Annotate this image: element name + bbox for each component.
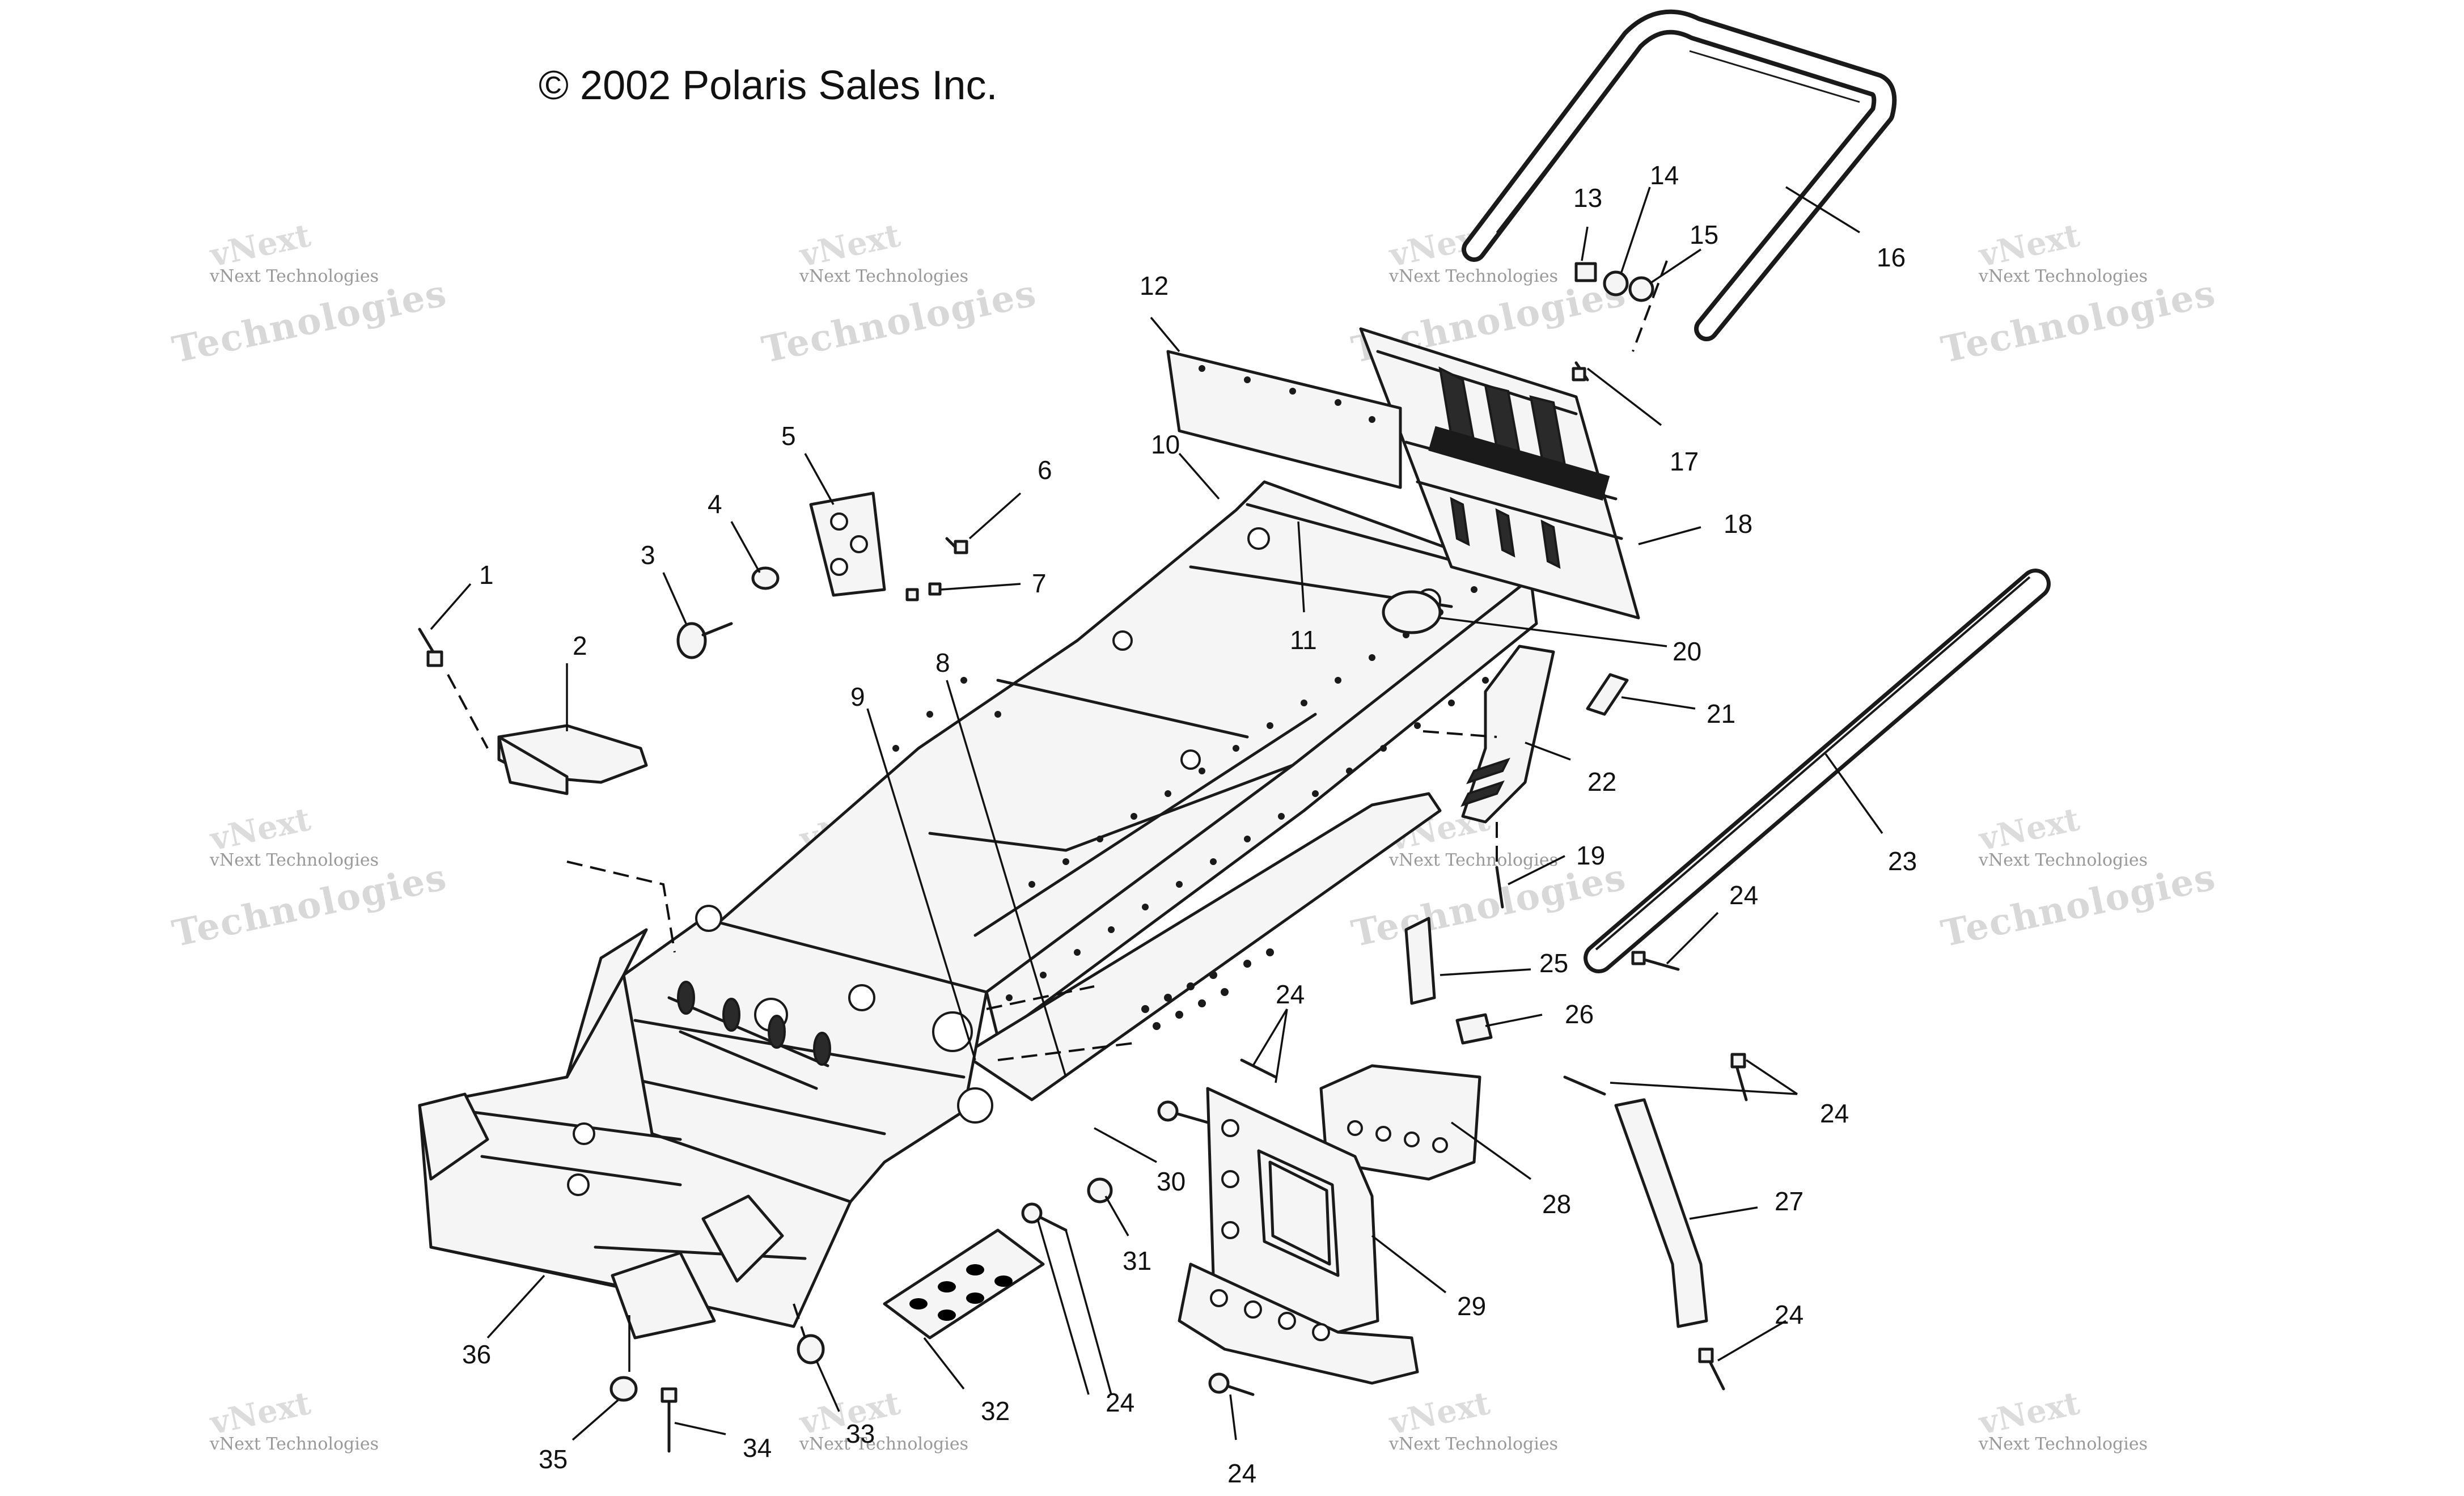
callout-3: 3 bbox=[641, 540, 655, 570]
callout-35: 35 bbox=[539, 1444, 568, 1474]
callout-13: 13 bbox=[1573, 183, 1602, 213]
copyright-notice: © 2002 Polaris Sales Inc. bbox=[539, 63, 998, 108]
fasteners bbox=[418, 262, 1748, 1453]
footrest bbox=[1404, 917, 1436, 1005]
callout-29: 29 bbox=[1457, 1291, 1486, 1321]
callout-8: 8 bbox=[935, 648, 950, 677]
callout-10: 10 bbox=[1151, 430, 1180, 459]
callout-26: 26 bbox=[1565, 999, 1594, 1029]
callout-36: 36 bbox=[462, 1340, 491, 1369]
assembly-lines bbox=[447, 260, 1668, 1338]
callout-24a: 24 bbox=[1729, 880, 1758, 910]
callout-16: 16 bbox=[1877, 243, 1906, 272]
rear-plate bbox=[1166, 350, 1402, 489]
strap-27 bbox=[1614, 1098, 1708, 1328]
callout-18: 18 bbox=[1724, 509, 1752, 539]
bracket-28 bbox=[1319, 1064, 1481, 1181]
snow-flap bbox=[1359, 327, 1640, 620]
callout-24f: 24 bbox=[1227, 1459, 1256, 1488]
callout-24b: 24 bbox=[1276, 980, 1305, 1009]
callout-9: 9 bbox=[850, 682, 865, 711]
step-plate-32 bbox=[883, 1228, 1045, 1340]
rail-guide bbox=[1460, 645, 1555, 824]
side-rail bbox=[1584, 569, 2051, 973]
side-panel-29 bbox=[1206, 1087, 1379, 1334]
callout-6: 6 bbox=[1038, 455, 1052, 485]
callout-20: 20 bbox=[1673, 637, 1701, 666]
callout-23: 23 bbox=[1888, 846, 1917, 876]
callout-32: 32 bbox=[981, 1396, 1010, 1426]
callout-25: 25 bbox=[1539, 948, 1568, 978]
callout-19: 19 bbox=[1576, 841, 1605, 870]
callout-24e: 24 bbox=[1106, 1388, 1134, 1417]
callout-27: 27 bbox=[1775, 1186, 1803, 1216]
callout-12: 12 bbox=[1140, 271, 1169, 300]
callout-24c: 24 bbox=[1820, 1099, 1849, 1128]
callout-24d: 24 bbox=[1775, 1300, 1803, 1329]
chassis-tunnel bbox=[418, 480, 1538, 1340]
bracket-2 bbox=[497, 724, 648, 795]
callout-21: 21 bbox=[1707, 699, 1735, 728]
callout-33: 33 bbox=[846, 1419, 875, 1448]
plate-5 bbox=[809, 491, 886, 597]
callout-22: 22 bbox=[1587, 767, 1616, 796]
callout-labels: 1 2 3 4 5 6 7 8 9 10 11 12 13 14 15 16 1… bbox=[462, 160, 1917, 1488]
callout-34: 34 bbox=[743, 1433, 772, 1463]
callout-4: 4 bbox=[708, 489, 722, 519]
callout-28: 28 bbox=[1542, 1189, 1571, 1219]
callout-1: 1 bbox=[479, 560, 494, 590]
callout-2: 2 bbox=[573, 631, 587, 660]
leader-lines bbox=[430, 186, 1883, 1441]
callout-17: 17 bbox=[1670, 447, 1699, 476]
bushing bbox=[1586, 673, 1629, 716]
callout-7: 7 bbox=[1032, 569, 1047, 598]
callout-15: 15 bbox=[1690, 220, 1718, 249]
callout-5: 5 bbox=[781, 421, 796, 451]
cap bbox=[1455, 1013, 1493, 1045]
rear-grab-bar bbox=[1462, 9, 1897, 341]
callout-11: 11 bbox=[1290, 625, 1317, 655]
callout-31: 31 bbox=[1123, 1246, 1151, 1275]
belly-pan-30 bbox=[1178, 1262, 1419, 1385]
callout-14: 14 bbox=[1650, 160, 1679, 190]
callout-30: 30 bbox=[1157, 1167, 1186, 1196]
